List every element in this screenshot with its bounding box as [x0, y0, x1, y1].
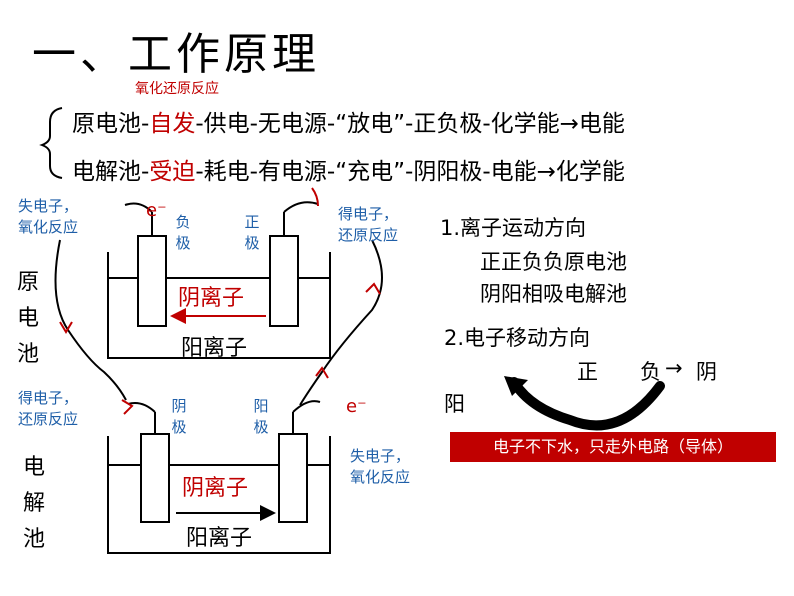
- summary-line-1: 原电池-自发-供电-无电源-“放电”-正负极-化学能→电能: [72, 104, 625, 138]
- circuit-left: [54, 239, 127, 401]
- beaker-1: [107, 252, 331, 359]
- cell1-cation-label: 阳离子: [181, 336, 248, 361]
- cell1-side-label: 原电池: [16, 270, 39, 367]
- panel-positive: 正: [577, 360, 598, 384]
- line2-part-b: 受迫: [149, 159, 196, 185]
- cell1-anion-label: 阴离子: [178, 286, 245, 311]
- panel-arrow: →: [665, 356, 683, 380]
- subtitle: 氧化还原反应: [135, 81, 219, 97]
- panel-rule-electrolytic: 阴阳相吸电解池: [480, 282, 627, 306]
- electrode-1-right: [269, 235, 299, 327]
- cell1-right-electrode-label: 正极: [244, 213, 260, 252]
- cell1-left-note: 失电子， 氧化反应: [18, 197, 79, 236]
- electron-rule-banner: 电子不下水，只走外电路（导体）: [450, 432, 776, 462]
- panel-cathode: 阴: [696, 360, 717, 384]
- wire-2: [127, 400, 321, 413]
- cell2-left-electrode-label: 阴极: [171, 397, 187, 436]
- wire-1: [124, 201, 319, 213]
- brace: [39, 107, 63, 179]
- electrode-2-left: [140, 433, 170, 523]
- electrode-1-left: [137, 235, 167, 327]
- panel-negative: 负: [640, 360, 661, 384]
- electron-curve-arrow: [509, 377, 665, 431]
- electrode-2-right: [278, 433, 308, 523]
- panel-anode: 阳: [444, 392, 465, 416]
- line1-part-b: 自发: [149, 111, 196, 137]
- panel-heading-electron-direction: 2.电子移动方向: [444, 326, 591, 350]
- panel-heading-ion-direction: 1.离子运动方向: [440, 216, 587, 240]
- cell1-left-electrode-label: 负极: [175, 213, 191, 252]
- cell2-electron-label: e⁻: [346, 396, 367, 417]
- line2-part-c: -耗电-有电源-“充电”-阴阳极-电能→化学能: [195, 159, 625, 185]
- line2-part-a: 电解池-: [72, 159, 150, 185]
- line1-part-a: 原电池-: [72, 111, 150, 137]
- cell2-left-note: 得电子， 还原反应: [18, 389, 79, 428]
- cell1-electron-label: e⁻: [146, 200, 167, 221]
- cell2-side-label: 电解池: [22, 455, 45, 552]
- cell2-right-electrode-label: 阳极: [253, 397, 269, 436]
- beaker-2: [107, 436, 331, 554]
- circuit-right: [299, 239, 383, 406]
- panel-rule-galvanic: 正正负负原电池: [480, 250, 627, 274]
- summary-line-2: 电解池-受迫-耗电-有电源-“充电”-阴阳极-电能→化学能: [72, 152, 625, 186]
- cell2-cation-label: 阳离子: [186, 526, 253, 551]
- line1-part-c: -供电-无电源-“放电”-正负极-化学能→电能: [195, 111, 625, 137]
- cell1-right-note: 得电子， 还原反应: [338, 205, 399, 244]
- cell2-right-note: 失电子， 氧化反应: [350, 447, 411, 486]
- cell2-anion-label: 阴离子: [182, 476, 249, 501]
- page-title: 一、工作原理: [32, 29, 320, 80]
